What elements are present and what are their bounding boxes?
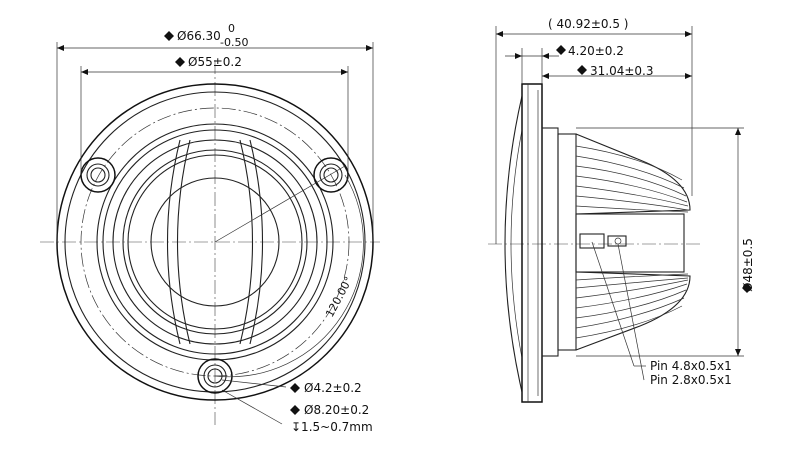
outer-diameter-value: Ø66.30 — [177, 29, 221, 43]
key-dim-diamond-icon — [556, 45, 566, 55]
terminal-pin-small — [607, 235, 627, 247]
arrow-icon — [366, 45, 373, 51]
angle-leader-line — [214, 165, 346, 243]
arrow-icon — [735, 128, 741, 135]
heatsink-upper-fins — [575, 145, 689, 213]
counterbore-leader — [221, 389, 283, 425]
side-view: Ø48±0.5 ( 40.92±0.5 ) 4.20±0.2 31.04±0.3… — [488, 17, 755, 403]
body-spacer — [541, 127, 559, 357]
arrow-icon — [685, 73, 692, 79]
key-dim-diamond-icon — [290, 383, 300, 393]
outer-diameter-lower-tol: -0.50 — [220, 36, 248, 49]
counterbore-depth: ↧1.5~0.7mm — [291, 420, 373, 434]
faceplate-ring-3 — [112, 139, 318, 345]
arrow-icon — [341, 69, 348, 75]
angle-arc — [214, 174, 364, 378]
flange-plate — [521, 83, 543, 403]
key-dim-diamond-icon — [742, 283, 752, 293]
arrow-icon — [735, 349, 741, 356]
heatsink-lower-outline — [575, 271, 691, 351]
heatsink-upper-outline — [575, 133, 691, 215]
mount-circle-diameter: Ø55±0.2 — [188, 55, 242, 69]
overall-depth: ( 40.92±0.5 ) — [548, 17, 628, 31]
arrow-icon — [685, 31, 692, 37]
outer-diameter-upper-tol: 0 — [228, 22, 235, 35]
mount-hole-top-left — [80, 157, 116, 193]
key-dim-diamond-icon — [164, 31, 174, 41]
grille-bar-left-outer — [167, 139, 181, 345]
arrow-icon — [57, 45, 64, 51]
hole-dia-leader — [221, 379, 287, 388]
key-dim-diamond-icon — [290, 405, 300, 415]
cone-outer-ring — [122, 149, 308, 335]
mount-hole-bottom — [197, 358, 233, 394]
grille-bar-right-inner — [239, 139, 253, 345]
pin-leader-1 — [591, 241, 635, 367]
heatsink-lower-fins — [575, 273, 689, 339]
faceplate-ring-2 — [102, 129, 328, 355]
front-dome-inner — [510, 129, 523, 359]
grille-bar-right-outer — [249, 139, 263, 345]
arrow-icon — [542, 53, 549, 59]
terminal-block — [575, 213, 685, 273]
key-dim-diamond-icon — [577, 65, 587, 75]
arrow-icon — [81, 69, 88, 75]
cone-ring-2 — [127, 154, 303, 330]
arrow-icon — [515, 53, 522, 59]
front-dome-outer — [504, 95, 523, 393]
flange-thickness: 4.20±0.2 — [568, 44, 624, 58]
body-diameter: Ø48±0.5 — [741, 238, 755, 292]
arrow-icon — [496, 31, 503, 37]
terminal-hole — [614, 237, 622, 245]
counterbore-diameter: Ø8.20±0.2 — [304, 403, 369, 417]
key-dim-diamond-icon — [175, 57, 185, 67]
pin-label-1: Pin 4.8x0.5x1 — [650, 359, 732, 373]
grille-bar-left-inner — [177, 139, 191, 345]
terminal-pin-large — [579, 233, 605, 249]
pin-label-2: Pin 2.8x0.5x1 — [650, 373, 732, 387]
pin-leader-2 — [617, 243, 645, 381]
front-view: Ø66.30 0 -0.50 Ø55±0.2 120.00° Ø4.2±0.2 … — [40, 22, 380, 434]
arrow-icon — [542, 73, 549, 79]
hole-angle-label: 120.00° — [323, 274, 355, 319]
faceplate-outer-ring — [96, 123, 334, 361]
body-rear-housing — [557, 133, 577, 351]
dome-circle — [150, 177, 280, 307]
body-depth: 31.04±0.3 — [590, 64, 654, 78]
flange-inner-edge — [64, 91, 366, 393]
hole-diameter: Ø4.2±0.2 — [304, 381, 362, 395]
